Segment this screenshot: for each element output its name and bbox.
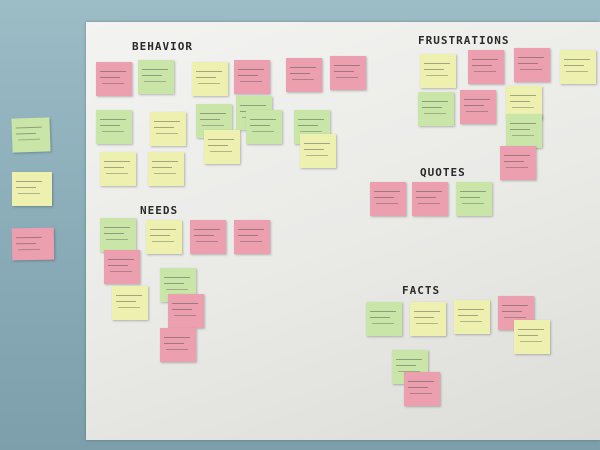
sticky-note bbox=[104, 250, 140, 284]
sticky-note bbox=[412, 182, 448, 216]
sticky-note bbox=[460, 90, 496, 124]
sticky-note bbox=[500, 146, 536, 180]
sticky-note bbox=[454, 300, 490, 334]
sticky-note bbox=[370, 182, 406, 216]
sticky-note bbox=[150, 112, 186, 146]
sticky-note bbox=[300, 134, 336, 168]
sticky-note bbox=[468, 50, 504, 84]
sticky-note bbox=[506, 114, 542, 148]
sticky-note bbox=[148, 152, 184, 186]
sticky-note bbox=[420, 54, 456, 88]
sticky-note bbox=[286, 58, 322, 92]
sticky-note bbox=[146, 220, 182, 254]
sticky-note bbox=[514, 48, 550, 82]
sticky-note bbox=[366, 302, 402, 336]
sticky-note bbox=[234, 220, 270, 254]
sticky-note bbox=[418, 92, 454, 126]
sticky-note bbox=[190, 220, 226, 254]
sticky-note bbox=[410, 302, 446, 336]
heading-needs: NEEDS bbox=[140, 204, 179, 217]
wall-sticky-note-pink bbox=[11, 227, 55, 261]
sticky-note bbox=[100, 152, 136, 186]
sticky-note bbox=[138, 60, 174, 94]
sticky-note bbox=[160, 328, 196, 362]
sticky-note bbox=[112, 286, 148, 320]
heading-quotes: QUOTES bbox=[420, 166, 466, 179]
sticky-note bbox=[96, 110, 132, 144]
sticky-note bbox=[204, 130, 240, 164]
heading-facts: FACTS bbox=[402, 284, 441, 297]
sticky-note bbox=[192, 62, 228, 96]
sticky-note bbox=[560, 50, 596, 84]
sticky-note bbox=[246, 110, 282, 144]
sticky-note bbox=[96, 62, 132, 96]
sticky-note bbox=[456, 182, 492, 216]
sticky-note bbox=[404, 372, 440, 406]
sticky-note bbox=[168, 294, 204, 328]
sticky-note bbox=[100, 218, 136, 252]
heading-behavior: BEHAVIOR bbox=[132, 40, 193, 53]
wall-sticky-note-yellow bbox=[12, 172, 52, 206]
sticky-note bbox=[330, 56, 366, 90]
wall-sticky-note-green bbox=[11, 117, 51, 153]
sticky-note bbox=[234, 60, 270, 94]
heading-frustrations: FRUSTRATIONS bbox=[418, 34, 510, 47]
sticky-note bbox=[514, 320, 550, 354]
